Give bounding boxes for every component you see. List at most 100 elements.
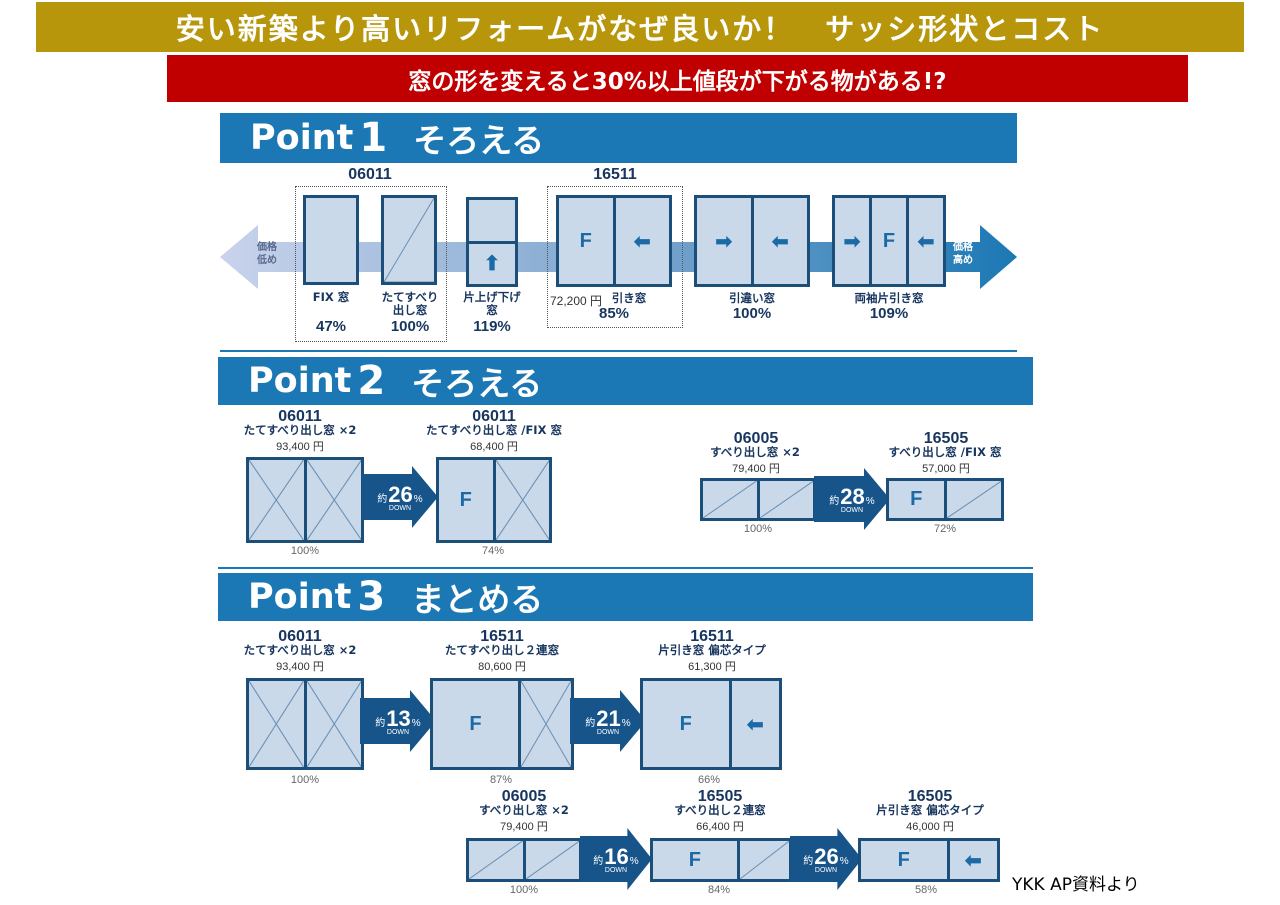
window-pane xyxy=(525,841,579,879)
window-pane xyxy=(946,481,1001,518)
down-label: DOWN xyxy=(388,505,412,512)
item-price: 66,400 円 xyxy=(696,821,744,833)
page-title: 安い新築より高いリフォームがなぜ良いか！ サッシ形状とコスト xyxy=(36,2,1244,52)
item-code: 06011 xyxy=(278,408,322,425)
point1-header: Point 1 そろえる xyxy=(220,113,1017,163)
item-percent: 109% xyxy=(869,305,909,322)
window-pane xyxy=(469,200,515,241)
window-pane xyxy=(703,481,757,518)
item-price: 72,200 円 xyxy=(549,294,603,308)
item-label: すべり出し２連窓 xyxy=(674,803,766,817)
point3-header: Point 3 まとめる xyxy=(218,573,1033,621)
approx-label: 約 xyxy=(377,494,388,505)
fix-pane: F xyxy=(653,841,737,879)
item-label: すべり出し窓 /FIX 窓 xyxy=(888,445,1002,459)
awning-pair-window xyxy=(466,838,582,882)
source-note: YKK AP資料より xyxy=(1012,875,1140,895)
percent-sign: % xyxy=(621,718,631,729)
page-subtitle: 窓の形を変えると30%以上値段が下がる物がある!? xyxy=(167,55,1188,102)
double-side-slide-window: ➡ F ⬅ xyxy=(832,195,946,287)
item-label: たてすべり出し窓 ×2 xyxy=(243,643,357,657)
item-label: 引違い窓 xyxy=(729,291,775,305)
item-code: 06011 xyxy=(278,628,322,645)
item-percent: 47% xyxy=(315,318,347,335)
item-label: 片引き窓 偏芯タイプ xyxy=(658,643,766,657)
item-percent: 66% xyxy=(697,774,721,786)
item-label: 引き窓 xyxy=(611,291,647,305)
item-code: 16505 xyxy=(923,430,969,447)
point1-code-06011: 06011 xyxy=(348,166,392,183)
casement-twin-window: F xyxy=(430,678,574,770)
item-percent: 87% xyxy=(489,774,513,786)
down-label: DOWN xyxy=(386,729,410,736)
down-label: DOWN xyxy=(596,729,620,736)
fix-pane: F xyxy=(433,681,518,767)
left-arrow-icon: ⬅ xyxy=(949,841,997,879)
item-percent: 100% xyxy=(509,884,539,896)
point2-title: そろえる xyxy=(411,364,543,403)
window-pane xyxy=(469,841,523,879)
item-price: 80,600 円 xyxy=(478,661,526,673)
percent-sign: % xyxy=(413,494,423,505)
item-label: すべり出し窓 ×2 xyxy=(710,445,800,459)
approx-label: 約 xyxy=(593,856,604,867)
item-code: 16511 xyxy=(690,628,734,645)
percent-sign: % xyxy=(839,856,849,867)
window-pane xyxy=(306,681,361,767)
window-pane xyxy=(249,681,304,767)
item-label: 両袖片引き窓 xyxy=(854,291,924,305)
approx-label: 約 xyxy=(585,718,596,729)
item-code: 16511 xyxy=(480,628,524,645)
window-pane xyxy=(759,481,813,518)
up-arrow-icon: ⬆ xyxy=(469,243,515,284)
down-value: 21 xyxy=(596,706,621,731)
fix-window xyxy=(303,195,359,285)
point1-number: 1 xyxy=(359,115,388,161)
left-arrow-icon: ⬅ xyxy=(731,681,779,767)
item-price: 68,400 円 xyxy=(470,441,518,453)
right-arrow-icon: ➡ xyxy=(835,198,869,284)
left-arrow-icon: ⬅ xyxy=(909,198,943,284)
approx-label: 約 xyxy=(803,856,814,867)
single-hung-window: ⬆ xyxy=(466,197,518,287)
point3-title: まとめる xyxy=(411,580,544,619)
percent-sign: % xyxy=(411,718,421,729)
item-code: 16505 xyxy=(697,788,743,805)
approx-label: 約 xyxy=(829,496,840,507)
fix-pane: F xyxy=(861,841,947,879)
offset-slide-window: F ⬅ xyxy=(858,838,1000,882)
casement-window xyxy=(381,195,437,285)
divider xyxy=(218,567,1033,569)
offset-slide-window: F ⬅ xyxy=(640,678,782,770)
window-pane xyxy=(384,198,434,282)
casement-pair-window xyxy=(246,678,364,770)
item-label: FIX 窓 xyxy=(312,290,350,304)
item-price: 93,400 円 xyxy=(276,441,324,453)
item-code: 06005 xyxy=(733,430,779,447)
price-low-label: 価格 低め xyxy=(257,242,277,266)
group-06011-frame xyxy=(295,186,447,342)
item-price: 57,000 円 xyxy=(922,463,970,475)
window-pane xyxy=(739,841,789,879)
item-price: 46,000 円 xyxy=(906,821,954,833)
item-label: たてすべり 出し窓 xyxy=(381,290,439,317)
item-percent: 100% xyxy=(732,305,772,322)
down-value: 26 xyxy=(388,482,413,507)
left-arrow-icon: ⬅ xyxy=(753,198,807,284)
percent-sign: % xyxy=(629,856,639,867)
down-value: 13 xyxy=(386,706,411,731)
item-price: 79,400 円 xyxy=(732,463,780,475)
item-price: 79,400 円 xyxy=(500,821,548,833)
item-code: 16505 xyxy=(907,788,953,805)
window-pane xyxy=(249,460,304,540)
single-slide-window: F ⬅ xyxy=(556,195,672,287)
item-percent: 100% xyxy=(290,545,320,557)
item-label: たてすべり出し窓 /FIX 窓 xyxy=(426,423,562,437)
point3-number: 3 xyxy=(357,574,386,620)
down-label: DOWN xyxy=(814,867,838,874)
item-label: すべり出し窓 ×2 xyxy=(479,803,569,817)
